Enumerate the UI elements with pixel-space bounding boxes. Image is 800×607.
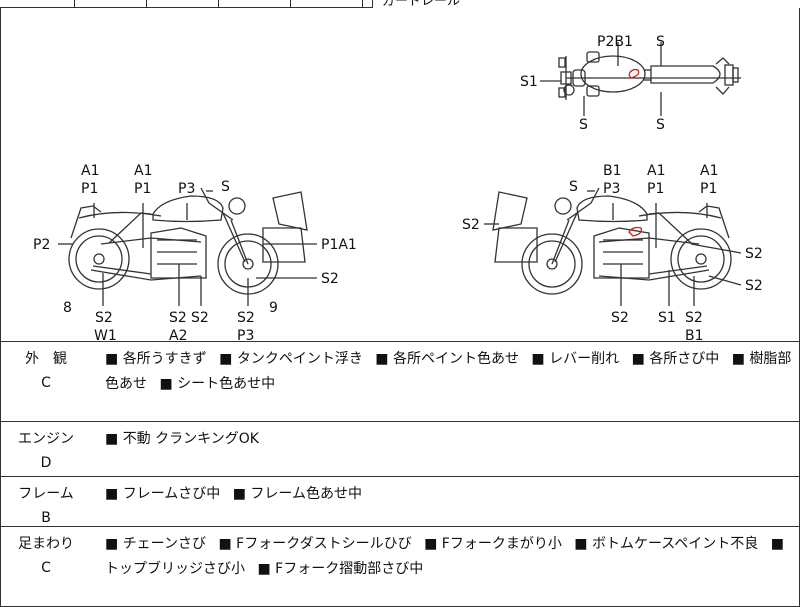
note-item: チェーンさび: [105, 536, 206, 552]
note-item: フレーム色あせ中: [233, 486, 362, 502]
damage-diagram: P2B1 S S1 S S A1 P1 A1 P1 P3 S P2 P1A1 S…: [0, 8, 800, 342]
label-right-s2-bottom-r: S2: [685, 310, 703, 326]
label-left-s2-right: S2: [321, 271, 339, 287]
note-item: フレームさび中: [105, 486, 220, 502]
label-right-p1-rear: P1: [700, 181, 717, 197]
label-right-b1: B1: [603, 163, 622, 179]
label-left-p1-rear: P1: [81, 181, 98, 197]
label-left-8: 8: [63, 300, 72, 316]
condition-row-suspension: 足まわり C チェーンさび Fフォークダストシールひび Fフォークまがり小 ボト…: [0, 526, 800, 607]
label-right-p3: P3: [603, 181, 620, 197]
note-item: 不動 クランキングOK: [105, 431, 259, 447]
condition-notes: チェーンさび Fフォークダストシールひび Fフォークまがり小 ボトムケースペイン…: [105, 532, 795, 582]
label-right-a1-front: A1: [647, 163, 665, 179]
condition-category: 外 観 C: [1, 347, 91, 395]
note-item: 各所ペイント色あせ: [375, 351, 519, 367]
label-left-s2-c: S2: [191, 310, 209, 326]
right-side-motorcycle: [492, 187, 732, 295]
category-name: 外 観: [25, 351, 67, 367]
label-right-s1-bottom: S1: [658, 310, 676, 326]
label-left-p3-bottom: P3: [237, 328, 254, 341]
previous-table-strip: ガードレール: [0, 0, 800, 9]
label-right-b1-bottom: B1: [685, 328, 704, 341]
label-left-p1-front: P1: [134, 181, 151, 197]
label-left-p1a1: P1A1: [321, 237, 357, 253]
label-right-s-mirror: S: [569, 179, 578, 195]
condition-notes: 不動 クランキングOK: [105, 427, 795, 452]
condition-row-frame: フレーム B フレームさび中 フレーム色あせ中: [0, 476, 800, 527]
label-top-s: S: [656, 34, 665, 50]
condition-category: エンジン D: [1, 427, 91, 475]
condition-notes: フレームさび中 フレーム色あせ中: [105, 482, 795, 507]
label-left-a1-rear: A1: [81, 163, 99, 179]
note-item: レバー削れ: [531, 351, 619, 367]
label-left-9: 9: [269, 300, 278, 316]
note-item: 各所さび中: [632, 351, 720, 367]
label-right-a1-rear: A1: [700, 163, 718, 179]
label-left-a2: A2: [169, 328, 187, 341]
top-view-motorcycle: [558, 51, 741, 100]
label-top-s1: S1: [520, 74, 538, 90]
label-right-s2-bottom: S2: [611, 310, 629, 326]
category-name: エンジン: [18, 431, 74, 447]
strip-cell: [146, 0, 219, 8]
strip-cell: [0, 0, 75, 8]
label-right-s2-r2: S2: [745, 278, 763, 294]
label-left-p3: P3: [178, 181, 195, 197]
condition-row-exterior: 外 観 C 各所うすきず タンクペイント浮き 各所ペイント色あせ レバー削れ 各…: [0, 341, 800, 422]
strip-cell: [290, 0, 363, 8]
label-right-s2-left: S2: [462, 217, 480, 233]
note-item: Fフォーク摺動部さび中: [257, 561, 423, 577]
strip-cell: [74, 0, 147, 8]
label-left-s-mirror: S: [221, 179, 230, 195]
category-name: 足まわり: [18, 536, 74, 552]
condition-category: 足まわり C: [1, 532, 91, 580]
note-item: 各所うすきず: [105, 351, 207, 367]
strip-cell: [218, 0, 291, 8]
label-left-w1: W1: [94, 328, 117, 341]
condition-category: フレーム B: [1, 482, 91, 530]
label-left-s2-b: S2: [169, 310, 187, 326]
condition-notes: 各所うすきず タンクペイント浮き 各所ペイント色あせ レバー削れ 各所さび中 樹…: [105, 347, 795, 397]
label-left-s2-a: S2: [95, 310, 113, 326]
truncated-text: ガードレール: [382, 0, 461, 9]
label-top-p2b1: P2B1: [597, 34, 633, 50]
label-left-s2-d: S2: [237, 310, 255, 326]
category-grade: C: [41, 560, 51, 576]
category-grade: B: [41, 510, 51, 526]
note-item: Fフォークダストシールひび: [218, 536, 411, 552]
note-item: ボトムケースペイント不良: [574, 536, 758, 552]
category-grade: C: [41, 375, 51, 391]
label-left-p2: P2: [33, 237, 50, 253]
motorcycle-diagram-svg: P2B1 S S1 S S A1 P1 A1 P1 P3 S P2 P1A1 S…: [33, 34, 763, 341]
top-view-damage-mark: [628, 68, 640, 79]
condition-row-engine: エンジン D 不動 クランキングOK: [0, 421, 800, 477]
strip-cell: [362, 0, 373, 8]
category-grade: D: [40, 455, 52, 471]
note-item: Fフォークまがり小: [424, 536, 562, 552]
label-right-s2-r1: S2: [745, 246, 763, 262]
label-top-s-bottom-right: S: [656, 117, 665, 133]
label-right-p1-front: P1: [647, 181, 664, 197]
left-side-motorcycle: [68, 187, 308, 295]
category-name: フレーム: [18, 486, 74, 502]
note-item: シート色あせ中: [159, 376, 275, 392]
label-top-s-bottom-left: S: [579, 117, 588, 133]
right-view-damage-mark: [628, 226, 642, 237]
note-item: タンクペイント浮き: [219, 351, 363, 367]
label-left-a1-front: A1: [134, 163, 152, 179]
